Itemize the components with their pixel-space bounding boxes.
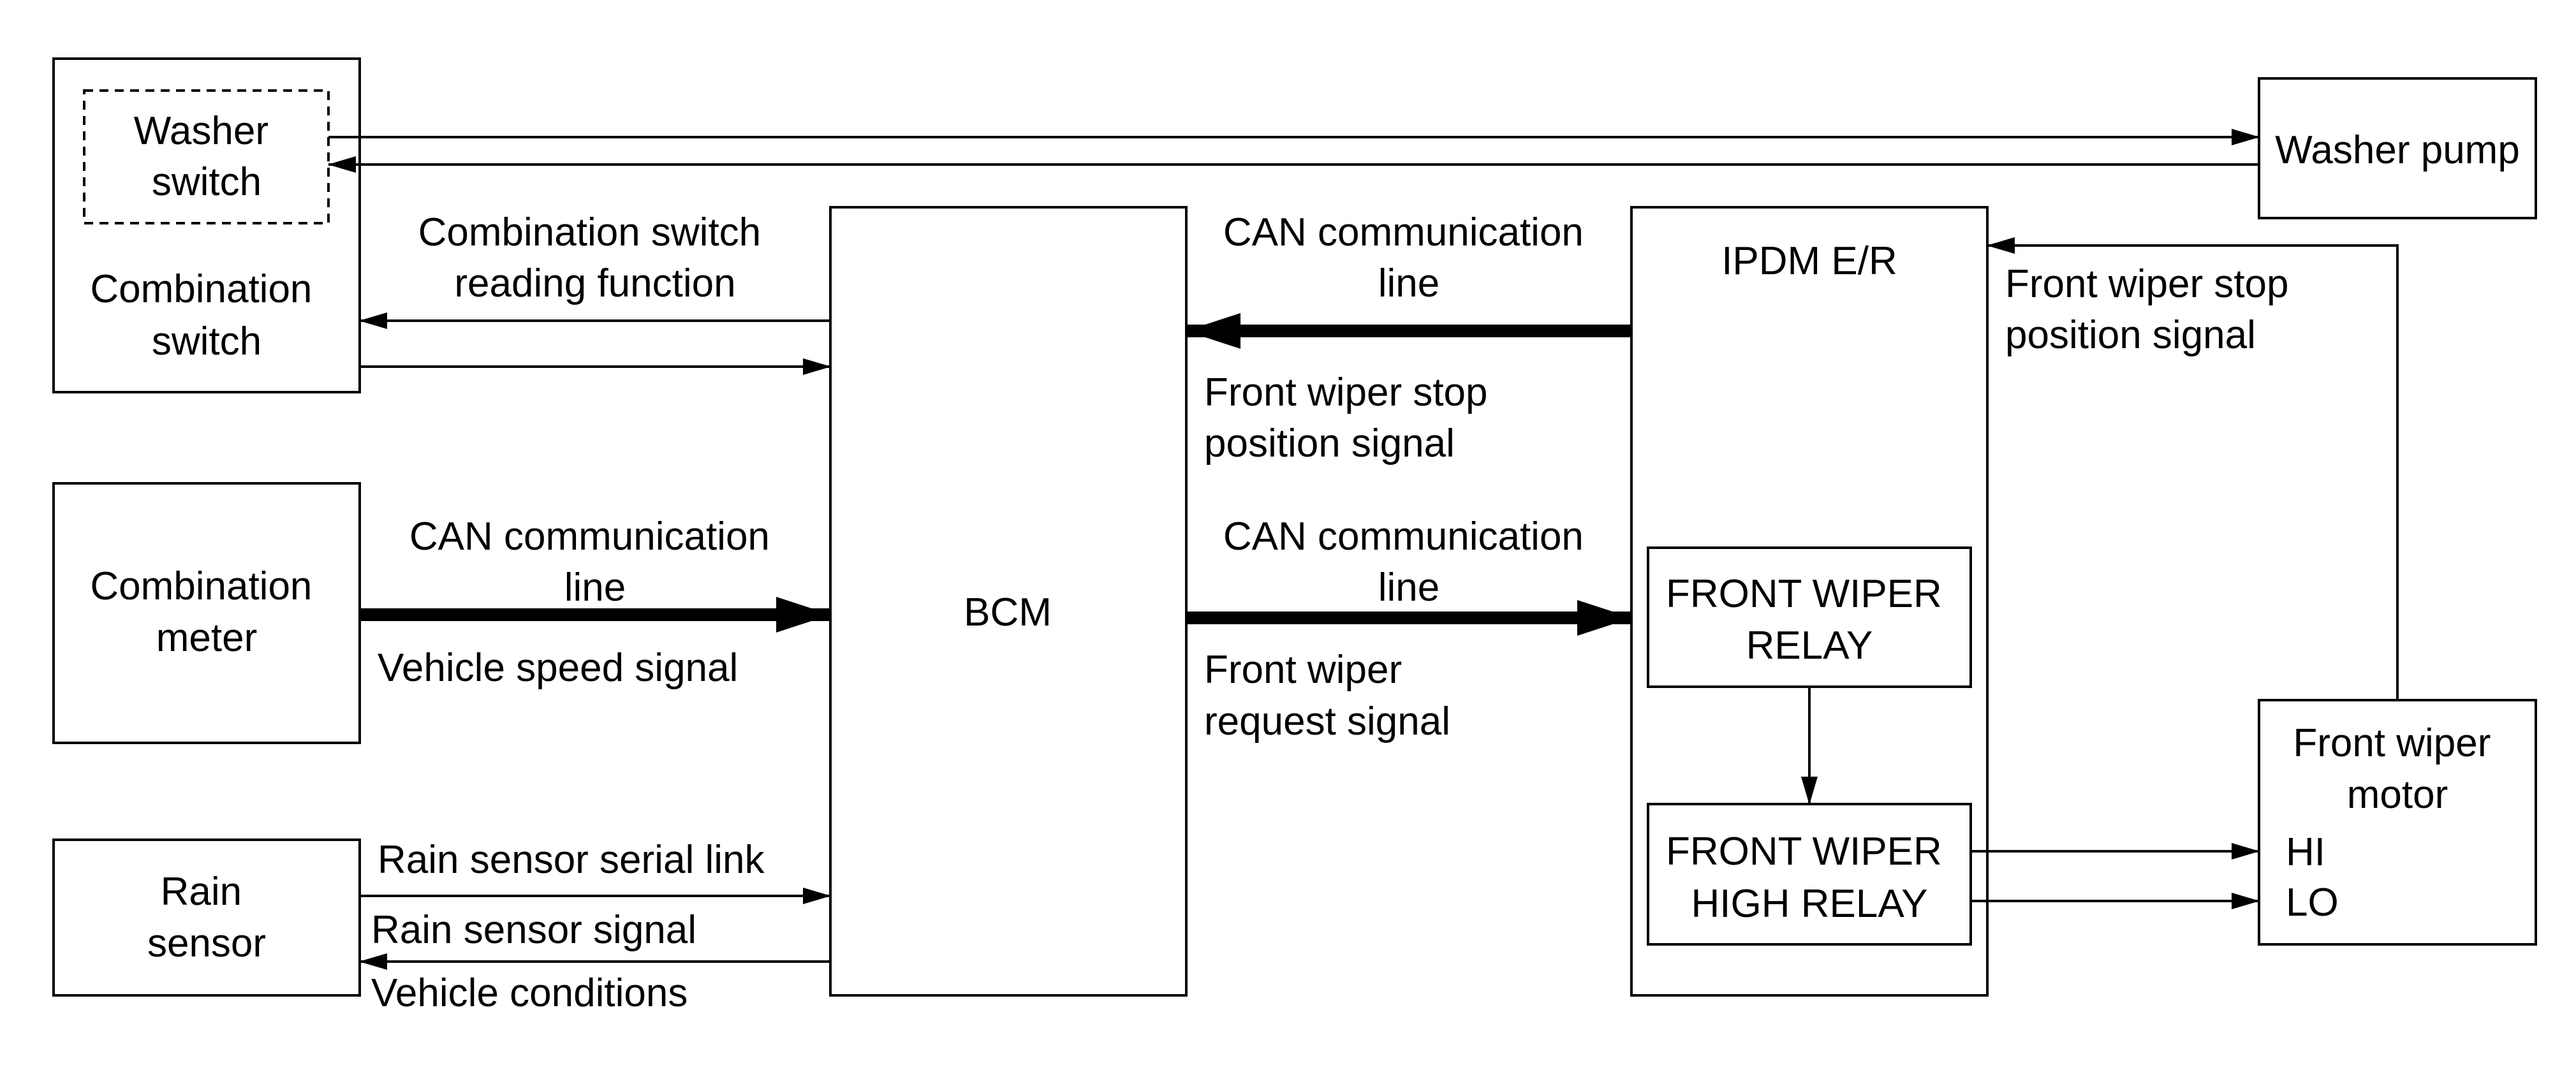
front-wiper-motor-label: Front wiper motor <box>2293 721 2501 817</box>
ipdm-label: IPDM E/R <box>1721 239 1897 283</box>
motor-hi-label: HI <box>2286 830 2325 874</box>
combination-switch-box <box>52 57 361 393</box>
front-wiper-high-relay-label: FRONT WIPER HIGH RELAY <box>1666 830 1953 926</box>
washer-pump-box <box>2258 77 2537 219</box>
can-line-bottom-right-label: CAN communication line <box>1223 515 1594 610</box>
front-wiper-motor-box <box>2258 699 2537 946</box>
front-wiper-high-relay-box <box>1647 803 1972 946</box>
front-wiper-stop-right-label: Front wiper stop position signal <box>2005 262 2300 357</box>
can-line-left-label: CAN communication line <box>409 515 781 610</box>
motor-to-ipdm-stop-line <box>1987 237 2399 700</box>
rain-sensor-label: Rain sensor <box>147 870 266 965</box>
motor-lo-label: LO <box>2286 881 2339 925</box>
washer-pump-label: Washer pump <box>2275 128 2520 172</box>
rain-sensor-signal-label: Rain sensor signal <box>371 908 696 952</box>
combination-switch-reading-label: Combination switch reading function <box>418 210 772 305</box>
rain-sensor-serial-label: Rain sensor serial link <box>378 838 765 882</box>
vehicle-conditions-label: Vehicle conditions <box>371 971 688 1015</box>
combination-switch-label: Combination switch <box>90 267 323 363</box>
front-wiper-relay-label: FRONT WIPER RELAY <box>1666 572 1953 668</box>
front-wiper-stop-mid-label: Front wiper stop position signal <box>1204 370 1499 465</box>
combination-meter-box <box>52 482 361 744</box>
bcm-box <box>829 206 1188 997</box>
combination-meter-label: Combination meter <box>90 564 323 660</box>
bcm-label: BCM <box>964 590 1052 634</box>
washer-switch-label: Washer switch <box>134 109 280 204</box>
front-wiper-request-label: Front wiper request signal <box>1204 648 1450 743</box>
can-line-top-right-label: CAN communication line <box>1223 210 1594 305</box>
vehicle-speed-label: Vehicle speed signal <box>378 646 738 690</box>
front-wiper-relay-box <box>1647 546 1972 688</box>
rain-sensor-box <box>52 839 361 997</box>
